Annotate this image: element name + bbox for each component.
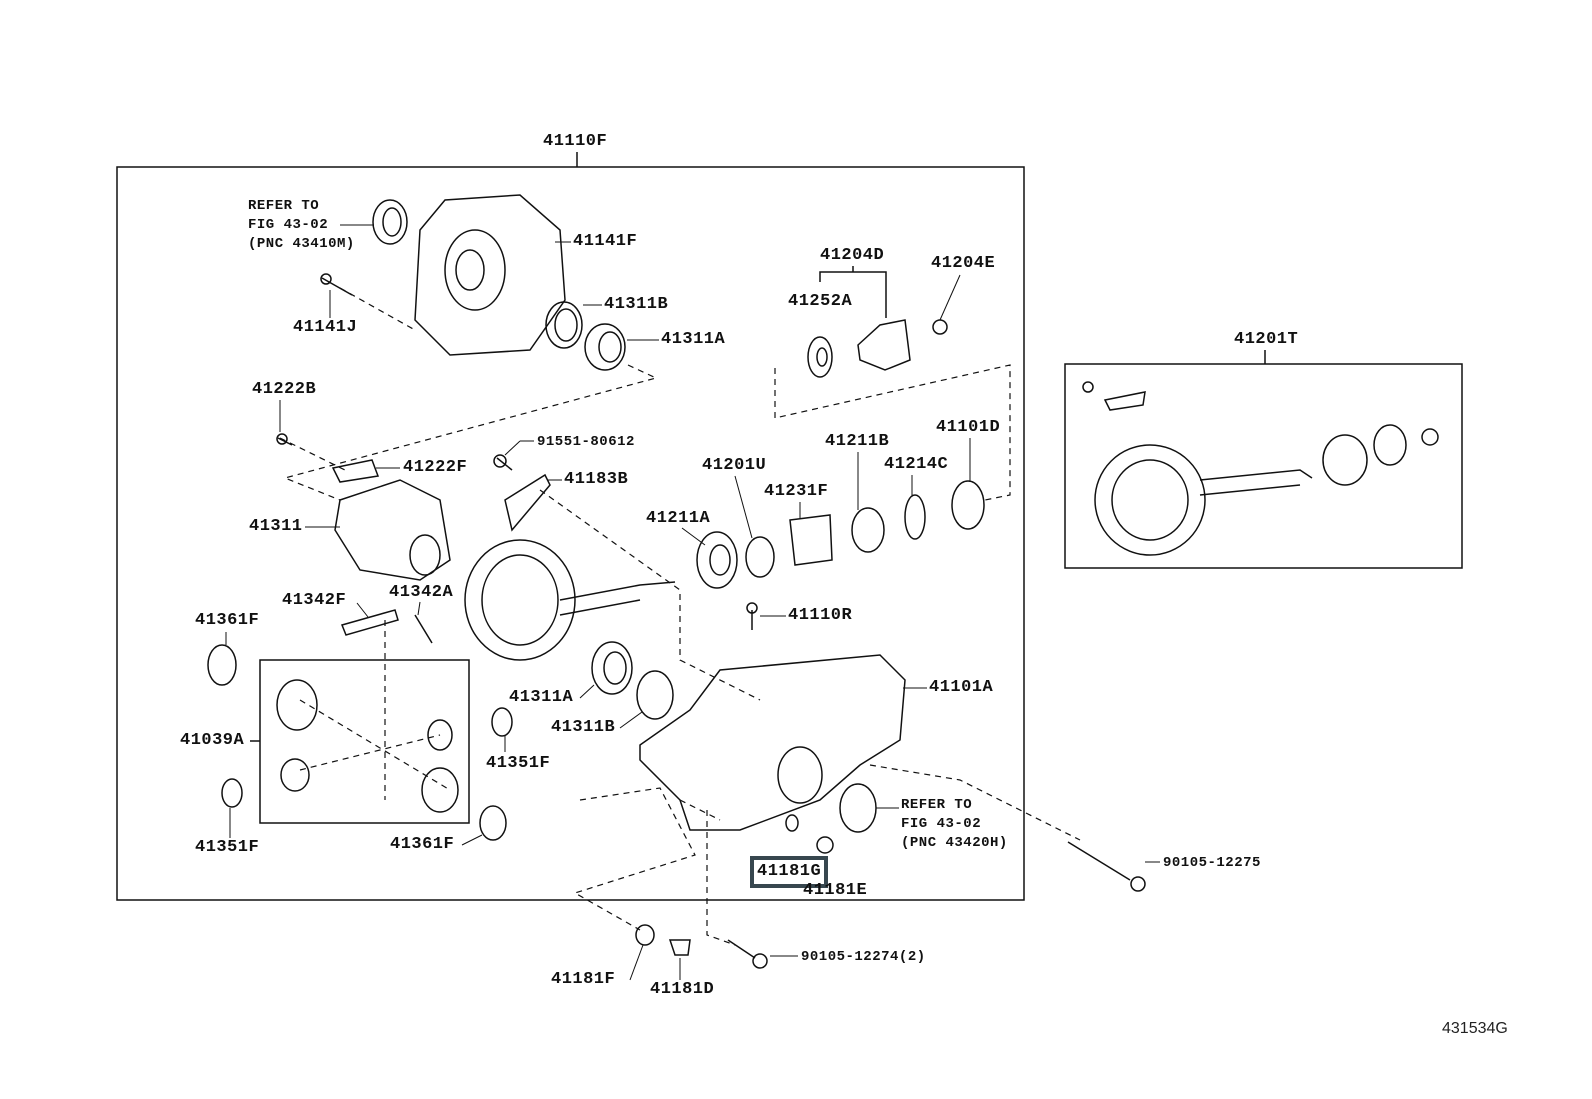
part-label[interactable]: 90105-12275 — [1163, 855, 1261, 871]
part-label[interactable]: 41311 — [249, 517, 303, 536]
refer-note-line: REFER TO — [901, 797, 973, 813]
part-label[interactable]: 41311A — [509, 688, 574, 707]
part-label[interactable]: 41181F — [551, 970, 616, 989]
refer-note-line: (PNC 43410M) — [248, 236, 355, 252]
part-label[interactable]: 41361F — [195, 611, 260, 630]
part-label[interactable]: 41141J — [293, 318, 358, 337]
refer-note-43420h: REFER TO FIG 43-02 (PNC 43420H) — [901, 796, 1008, 853]
part-label[interactable]: 41342F — [282, 591, 347, 610]
part-label[interactable]: 41214C — [884, 455, 949, 474]
part-label[interactable]: 41351F — [486, 754, 551, 773]
part-label[interactable]: 41222B — [252, 380, 317, 399]
inset-frame — [1064, 363, 1463, 569]
refer-note-line: FIG 43-02 — [901, 816, 982, 832]
part-label[interactable]: 41141F — [573, 232, 638, 251]
part-label[interactable]: 41231F — [764, 482, 829, 501]
part-label[interactable]: 41211B — [825, 432, 890, 451]
part-label[interactable]: 41101A — [929, 678, 994, 697]
part-label[interactable]: 41342A — [389, 583, 454, 602]
inset-label: 41201T — [1234, 330, 1299, 349]
part-label[interactable]: 41222F — [403, 458, 468, 477]
part-label[interactable]: 41181E — [803, 881, 868, 900]
subassembly-label: 41039A — [180, 731, 245, 750]
part-label[interactable]: 41361F — [390, 835, 455, 854]
part-label[interactable]: 41110R — [788, 606, 853, 625]
part-label[interactable]: 91551-80612 — [537, 434, 635, 450]
part-label[interactable]: 41252A — [788, 292, 853, 311]
part-label[interactable]: 90105-12274(2) — [801, 949, 926, 965]
part-label[interactable]: 41204E — [931, 254, 996, 273]
part-label[interactable]: 41101D — [936, 418, 1001, 437]
assembly-label: 41110F — [543, 132, 608, 151]
leader-lines — [225, 224, 1160, 981]
highlighted-part-label[interactable]: 41181G — [749, 856, 829, 888]
part-label[interactable]: 41351F — [195, 838, 260, 857]
part-label[interactable]: 41311B — [604, 295, 669, 314]
assembly-dashed-lines — [279, 287, 1081, 946]
part-label[interactable]: 41311A — [661, 330, 726, 349]
part-label[interactable]: 41211A — [646, 509, 711, 528]
subassembly-frame — [259, 659, 470, 824]
part-shapes — [207, 194, 1439, 969]
figure-code: 431534G — [1442, 1020, 1508, 1037]
part-label[interactable]: 41201U — [702, 456, 767, 475]
part-label[interactable]: 41204D — [820, 246, 885, 265]
part-label[interactable]: 41183B — [564, 470, 629, 489]
refer-note-line: (PNC 43420H) — [901, 835, 1008, 851]
assembly-frame — [116, 166, 1025, 901]
refer-note-line: FIG 43-02 — [248, 217, 329, 233]
refer-note-line: REFER TO — [248, 198, 320, 214]
part-label[interactable]: 41311B — [551, 718, 616, 737]
refer-note-43410m: REFER TO FIG 43-02 (PNC 43410M) — [248, 197, 355, 254]
part-label[interactable]: 41181D — [650, 980, 715, 999]
